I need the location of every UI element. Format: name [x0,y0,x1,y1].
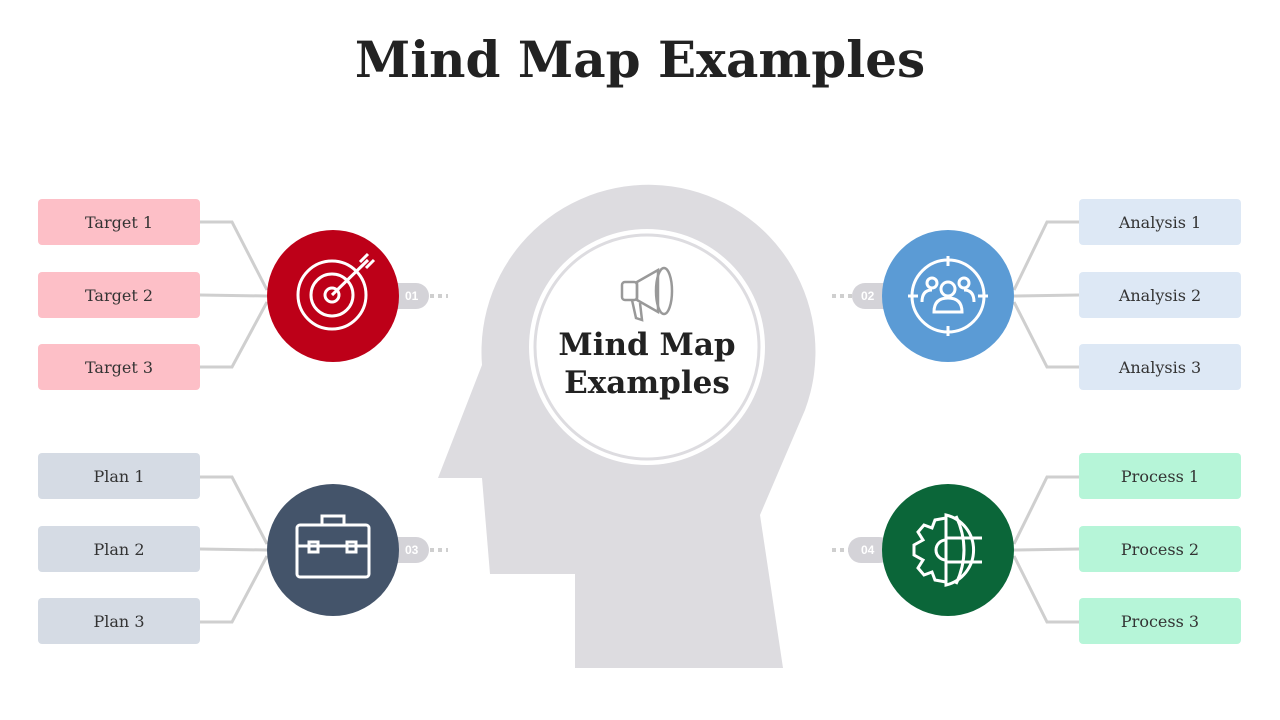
megaphone-icon [620,266,674,322]
briefcase-icon [295,514,371,579]
process-circle [882,484,1014,616]
badge-02: 02 [861,289,875,303]
plan-item: Plan 3 [38,598,200,644]
page-title: Mind Map Examples [354,30,926,89]
badge-04: 04 [861,543,875,557]
center-title-line1: Mind Map [558,327,736,363]
team-icon [908,256,988,336]
process-item: Process 1 [1079,453,1241,499]
center-title: Mind Map Examples [547,326,747,402]
badge-01: 01 [405,289,419,303]
target-item: Target 3 [38,344,200,390]
target-item: Target 1 [38,199,200,245]
process-item: Process 3 [1079,598,1241,644]
analysis-item: Analysis 2 [1079,272,1241,318]
gear-globe-icon [912,513,982,587]
analysis-item: Analysis 3 [1079,344,1241,390]
center-title-line2: Examples [564,365,730,401]
plan-item: Plan 2 [38,526,200,572]
connectors [199,220,1080,624]
plan-circle [267,484,399,616]
process-item: Process 2 [1079,526,1241,572]
plan-item: Plan 1 [38,453,200,499]
analysis-item: Analysis 1 [1079,199,1241,245]
target-item: Target 2 [38,272,200,318]
target-icon [296,252,376,331]
badge-03: 03 [405,543,419,557]
